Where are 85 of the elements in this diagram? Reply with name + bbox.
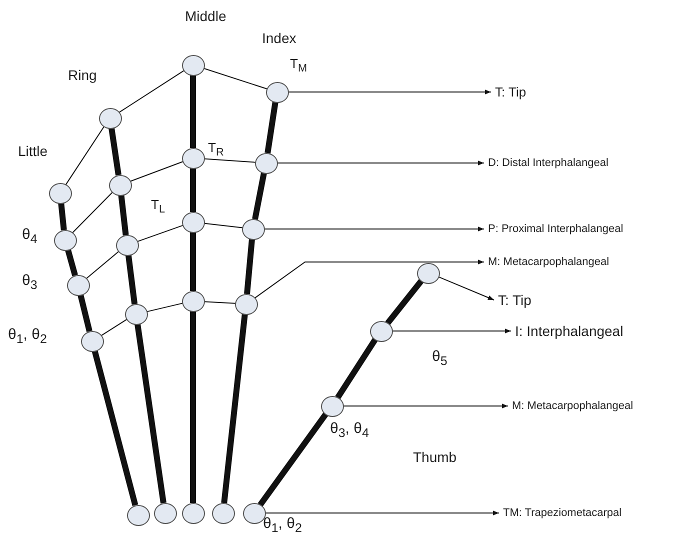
finger-name: Little [18, 143, 48, 159]
connector-line [129, 161, 184, 182]
joint-circle [320, 396, 344, 416]
joint-circle [124, 304, 148, 324]
bone-line [190, 168, 196, 212]
joint-circle [48, 182, 72, 204]
joint-label: M: Metacarpophalangeal [488, 256, 610, 268]
joint-label: P: Proximal Interphalangeal [488, 223, 624, 235]
bone-line [252, 172, 267, 220]
bone-line [264, 101, 278, 154]
symbol-label: θ$_{4}$ [22, 226, 38, 246]
arrow [264, 510, 500, 516]
connector-line [65, 126, 105, 186]
symbol-label: T$_{L}$ [151, 197, 165, 216]
bone-line [221, 314, 248, 504]
joint-circle [212, 502, 234, 524]
bone-line [190, 75, 196, 148]
bone-line [108, 127, 122, 176]
symbol-label: θ$_{3}$, θ$_{4}$ [330, 420, 369, 440]
joint-circle [182, 502, 204, 524]
bone-line [125, 254, 138, 304]
bone-line [78, 294, 92, 332]
joint-circle [98, 108, 122, 128]
joint-circle [182, 290, 204, 312]
joint-label: T: Tip [495, 84, 526, 100]
symbol-label: θ$_{5}$ [432, 348, 448, 368]
joint-circle [66, 274, 90, 296]
bone-line [258, 412, 328, 507]
bone-line [58, 202, 67, 230]
connector-line [203, 158, 256, 163]
joint-label: T: Tip [498, 292, 532, 308]
arrow [342, 404, 508, 408]
symbol-label: θ$_{3}$ [22, 272, 38, 292]
bone-line [385, 278, 424, 326]
joint-circle [234, 294, 258, 314]
joint-circle [416, 262, 440, 284]
arrow [276, 160, 484, 166]
joint-label: D: Distal Interphalangeal [488, 157, 608, 169]
connector-line [100, 318, 128, 336]
joint-label: M: Metacarpophalangeal [512, 400, 634, 412]
connector-line [72, 192, 114, 234]
symbol-label: T$_{R}$ [208, 140, 224, 159]
arrow [254, 260, 484, 299]
joint-circle [154, 502, 176, 524]
joint-circle [108, 174, 132, 196]
connector-line [203, 301, 236, 304]
joint-circle [126, 504, 150, 526]
finger-name: Index [262, 30, 296, 46]
joint-circle [242, 218, 264, 240]
joint-circle [116, 234, 138, 256]
symbol-label: T$_{M}$ [290, 56, 307, 75]
finger-name: Thumb [413, 449, 457, 465]
bone-line [190, 311, 196, 503]
joint-circle [266, 82, 288, 102]
arrow [287, 90, 492, 94]
connector-line [136, 224, 184, 242]
joint-circle [54, 230, 76, 250]
bone-line [190, 232, 196, 291]
arrow [437, 276, 494, 300]
joint-circle [182, 212, 204, 232]
bone-line [92, 350, 138, 506]
joint-circle [254, 152, 278, 174]
bone-line [244, 238, 255, 294]
bone-line [65, 248, 78, 276]
symbol-label: θ$_{1}$, θ$_{2}$ [8, 326, 47, 346]
connector-line [146, 302, 184, 312]
finger-name: Middle [185, 8, 226, 24]
bone-line [118, 194, 129, 236]
joint-circle [182, 54, 204, 76]
arrow [263, 226, 484, 232]
symbol-label: θ$_{1}$, θ$_{2}$ [263, 515, 302, 533]
connector-line [118, 70, 185, 114]
joint-label: TM: Trapeziometacarpal [503, 507, 622, 519]
connector-line [202, 68, 268, 90]
joint-circle [80, 330, 104, 352]
bone-line [335, 338, 378, 400]
joint-circle [182, 148, 204, 168]
connector-line [86, 250, 120, 280]
arrow [391, 328, 512, 334]
joint-label: I: Interphalangeal [515, 323, 624, 339]
bone-line [134, 323, 166, 504]
connector-line [202, 222, 244, 228]
joint-circle [242, 502, 266, 524]
joint-circle [370, 320, 392, 342]
finger-name: Ring [68, 67, 97, 83]
